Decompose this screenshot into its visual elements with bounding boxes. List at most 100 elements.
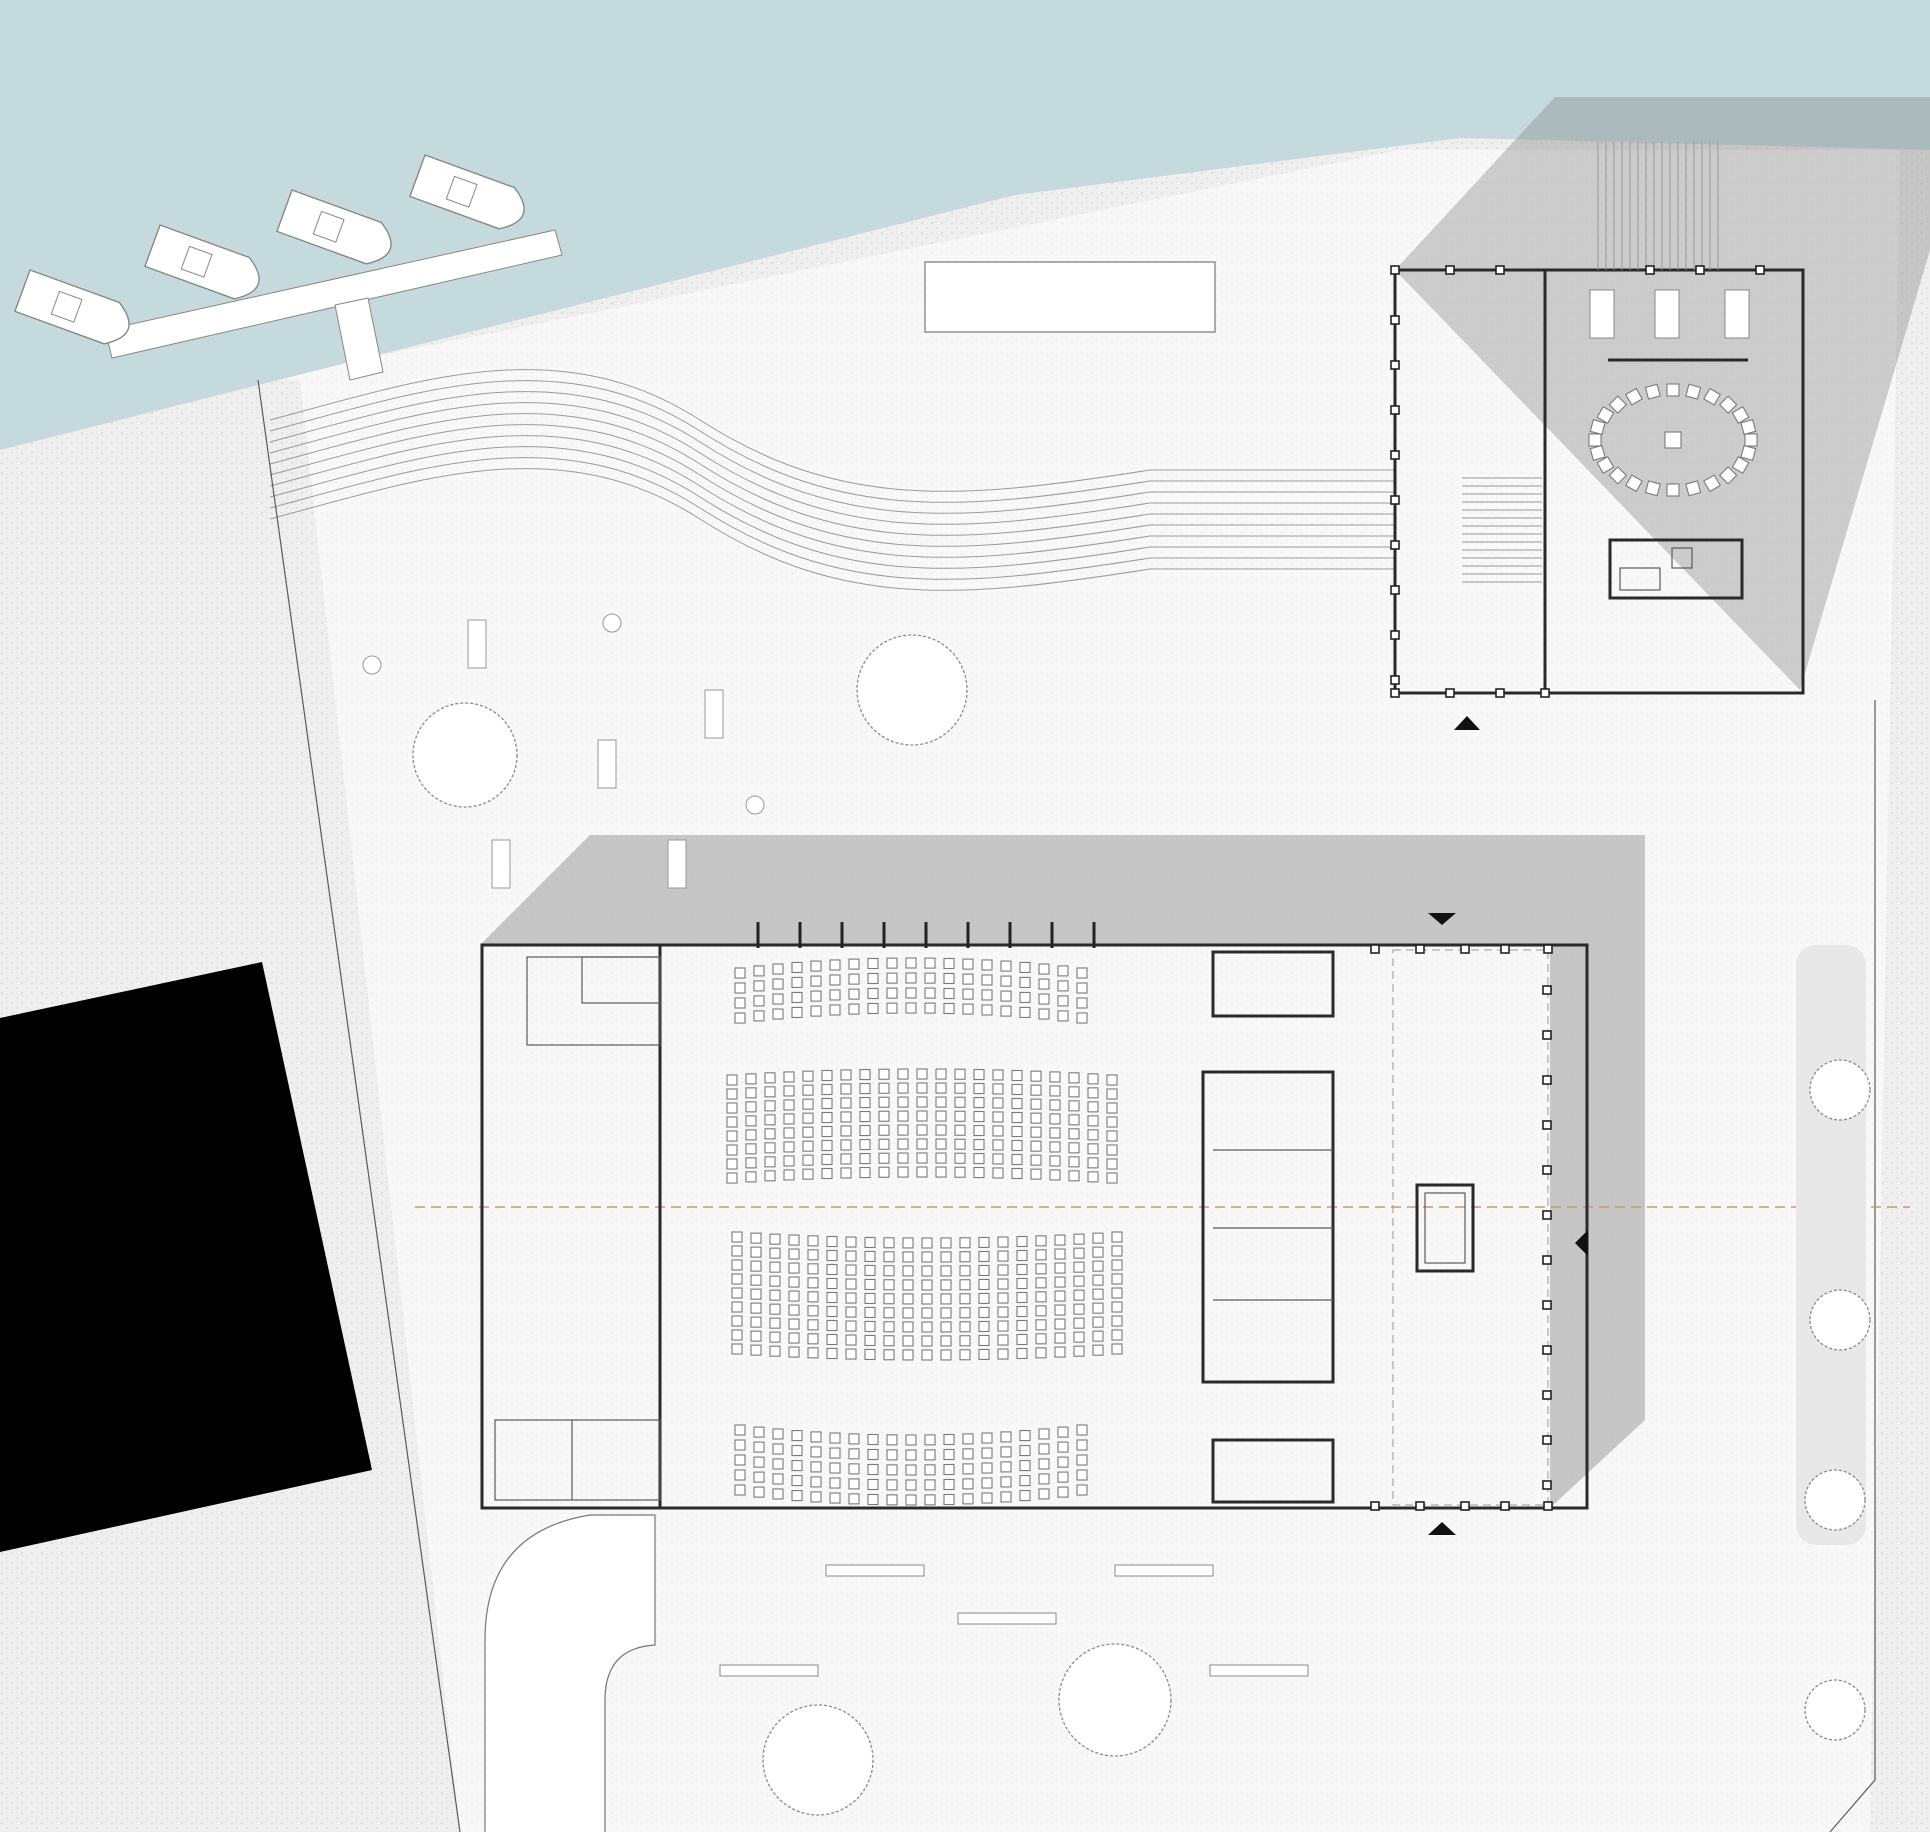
- seat: [978, 1292, 990, 1305]
- boat-icon: [276, 189, 392, 265]
- seat: [840, 1139, 852, 1151]
- seat: [731, 1231, 743, 1243]
- seat: [867, 1433, 879, 1446]
- seat: [1016, 1347, 1028, 1360]
- seat: [940, 1279, 952, 1291]
- seat: [783, 1085, 795, 1097]
- terrace-step: [269, 380, 1395, 503]
- seat: [769, 1345, 781, 1357]
- seat: [886, 957, 898, 969]
- seat: [764, 1170, 776, 1182]
- column: [1390, 265, 1400, 275]
- street-edge: [1829, 700, 1876, 1832]
- seat: [1035, 1277, 1047, 1289]
- seat: [867, 1002, 879, 1015]
- seat: [848, 1003, 860, 1015]
- seat: [1019, 1430, 1031, 1442]
- seat: [821, 1139, 833, 1152]
- seat: [943, 1433, 955, 1446]
- seat: [821, 1167, 833, 1180]
- seat: [726, 1116, 738, 1128]
- seat: [764, 1128, 776, 1140]
- seat: [902, 1349, 914, 1361]
- seat: [750, 1316, 762, 1328]
- seat: [734, 982, 746, 994]
- seat: [1106, 1172, 1118, 1184]
- seat: [978, 1278, 990, 1291]
- table-icon: [667, 839, 687, 889]
- seat: [905, 1464, 917, 1476]
- seat: [940, 1251, 952, 1263]
- seat: [726, 1144, 738, 1156]
- seat: [902, 1251, 914, 1263]
- seat: [959, 1251, 971, 1263]
- seat: [802, 1112, 814, 1124]
- seat: [916, 1124, 928, 1136]
- seat: [807, 1333, 819, 1345]
- seat: [902, 1321, 914, 1333]
- seat: [924, 957, 936, 969]
- seat: [802, 1168, 814, 1180]
- water-area: [0, 0, 1930, 450]
- seat: [864, 1236, 876, 1249]
- column: [1542, 985, 1552, 995]
- seat: [791, 1460, 803, 1472]
- seat: [1057, 1426, 1069, 1438]
- seat: [1000, 1431, 1012, 1443]
- seat: [750, 1288, 762, 1300]
- seat: [897, 1166, 909, 1178]
- seat: [940, 1335, 952, 1347]
- seat: [1030, 1084, 1042, 1096]
- seat: [1019, 1445, 1031, 1457]
- column: [1415, 1501, 1425, 1511]
- seat: [1111, 1245, 1123, 1257]
- seat: [921, 1321, 933, 1333]
- seat: [1038, 1428, 1050, 1440]
- seat: [973, 1152, 985, 1165]
- seat: [905, 1434, 917, 1446]
- seat: [962, 1448, 974, 1460]
- seat: [997, 1348, 1009, 1360]
- seat: [1035, 1319, 1047, 1331]
- seat: [940, 1293, 952, 1305]
- seat: [821, 1125, 833, 1138]
- seat: [764, 1156, 776, 1168]
- seat: [867, 1478, 879, 1491]
- column: [1542, 1075, 1552, 1085]
- seat: [943, 1002, 955, 1015]
- seat: [921, 1279, 933, 1291]
- seat: [981, 1447, 993, 1459]
- seat: [788, 1290, 800, 1302]
- seat: [897, 1096, 909, 1108]
- seat: [878, 1110, 890, 1122]
- seat: [731, 1245, 743, 1257]
- seat: [864, 1250, 876, 1263]
- seat: [886, 972, 898, 984]
- tree-icon: [1058, 1643, 1172, 1757]
- seat: [1106, 1088, 1118, 1100]
- seat: [1000, 960, 1012, 972]
- seat: [962, 973, 974, 985]
- seat: [1087, 1087, 1099, 1099]
- seat: [1000, 1461, 1012, 1473]
- seat: [1073, 1275, 1085, 1287]
- seat: [973, 1110, 985, 1123]
- seat: [1111, 1231, 1123, 1243]
- seat: [981, 1432, 993, 1444]
- chair-icon: [1666, 383, 1680, 397]
- seat: [821, 1083, 833, 1096]
- seat: [1049, 1085, 1061, 1097]
- seat: [826, 1263, 838, 1276]
- terrace-steps: [269, 369, 1395, 591]
- terrace-step: [269, 446, 1395, 569]
- seat: [821, 1111, 833, 1124]
- seat: [783, 1141, 795, 1153]
- seat: [883, 1307, 895, 1319]
- seat: [878, 1068, 890, 1080]
- seat: [772, 1473, 784, 1485]
- seat: [745, 1129, 757, 1141]
- seat: [769, 1303, 781, 1315]
- seat: [962, 1493, 974, 1505]
- seat: [992, 1111, 1004, 1123]
- chair-icon: [1625, 474, 1643, 493]
